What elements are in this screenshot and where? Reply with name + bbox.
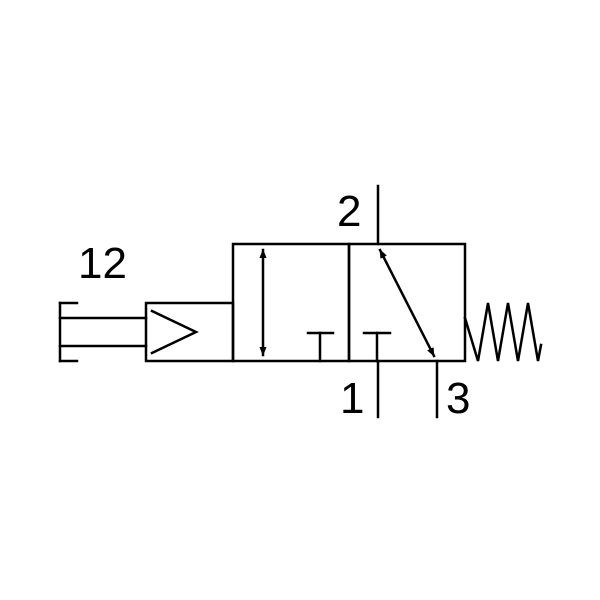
- pilot-actuator-icon: [58, 301, 235, 363]
- blocked-port-symbol: [306, 331, 335, 363]
- port-label-3: 3: [446, 374, 470, 423]
- port-label-1: 1: [340, 374, 364, 423]
- valve-body: [231, 242, 467, 363]
- flow-arrow-2-to-3: [378, 248, 436, 358]
- port-label-12: 12: [78, 239, 127, 288]
- blocked-inlet-symbol: [362, 331, 392, 363]
- valve-position-left: [231, 242, 351, 363]
- spring-return-icon: [463, 302, 543, 362]
- valve-position-right: [347, 242, 467, 363]
- port-label-2: 2: [337, 187, 361, 236]
